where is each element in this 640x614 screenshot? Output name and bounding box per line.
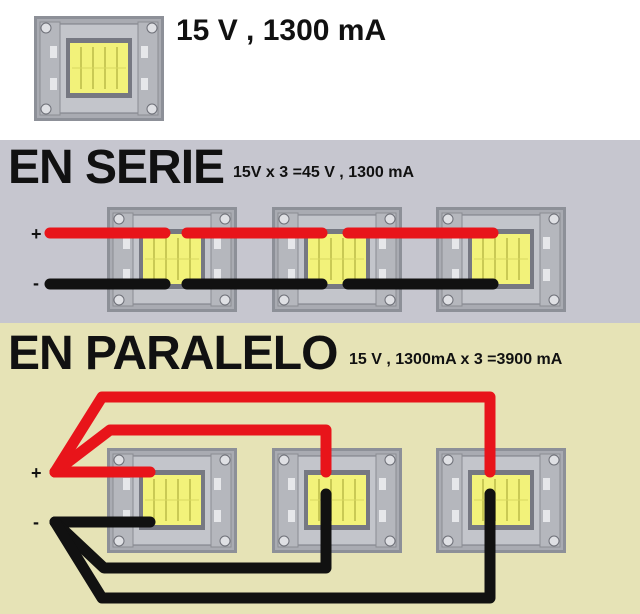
led-module-series-1 — [106, 206, 238, 313]
series-plus-label: + — [31, 224, 42, 244]
led-module-parallel-1 — [106, 447, 238, 554]
led-module-series-2 — [271, 206, 403, 313]
led-module-single — [33, 15, 165, 122]
series-heading: EN SERIE — [8, 141, 225, 194]
single-led-spec: 15 V , 1300 mA — [176, 14, 387, 47]
parallel-plus-label: + — [31, 463, 42, 483]
parallel-negative-wire-3 — [49, 488, 496, 604]
parallel-negative-wire-2 — [49, 488, 332, 574]
parallel-positive-wire-3 — [49, 391, 496, 478]
series-formula: 15V x 3 =45 V , 1300 mA — [233, 164, 415, 181]
parallel-minus-label: - — [33, 512, 39, 532]
parallel-positive-wire-2 — [49, 424, 332, 478]
led-module-parallel-2 — [271, 447, 403, 554]
led-module-series-3 — [435, 206, 567, 313]
parallel-heading: EN PARALELO — [8, 327, 338, 380]
series-minus-label: - — [33, 273, 39, 293]
led-module-parallel-3 — [435, 447, 567, 554]
parallel-formula: 15 V , 1300mA x 3 =3900 mA — [349, 351, 563, 368]
